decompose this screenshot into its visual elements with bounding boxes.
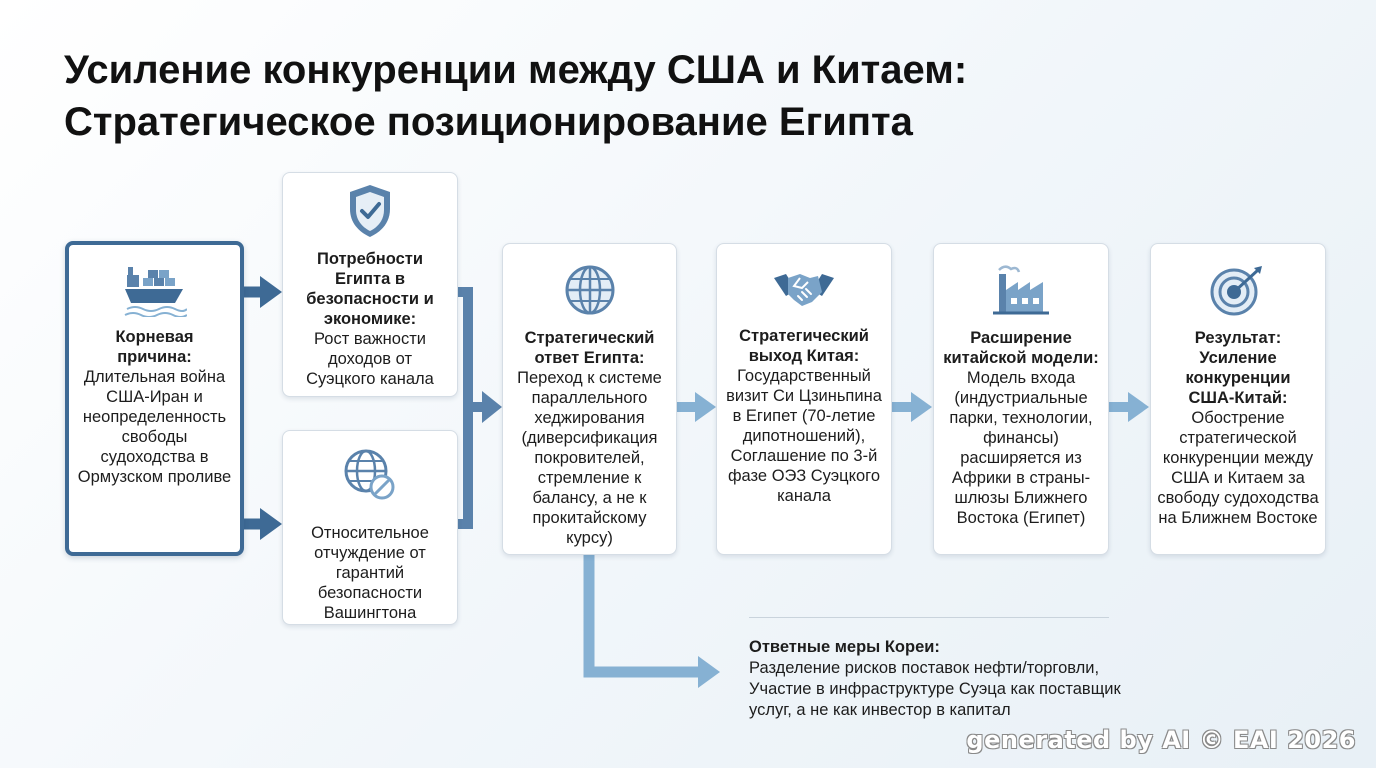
root-cause-box: Корневая причина: Длительная война США-И… xyxy=(65,241,244,556)
globe-icon xyxy=(565,265,614,315)
korea-body-line-2: Участие в инфраструктуре Суэца как поста… xyxy=(749,680,1121,698)
title-line-2: Стратегическое позиционирование Египта xyxy=(64,100,913,144)
root-cause-heading: Корневая причина: xyxy=(115,328,194,366)
us-alienation-body: Относительное отчуждение от гарантий без… xyxy=(311,524,429,622)
root-cause-body: Длительная война США-Иран и неопределенн… xyxy=(77,368,232,486)
china-exit-heading: Стратегический выход Китая: xyxy=(739,327,869,365)
arrow-response-to-china xyxy=(695,392,716,422)
china-model-body: Модель входа (индустриальные парки, техн… xyxy=(949,369,1093,527)
arrow-root-to-needs xyxy=(260,276,282,308)
factory-icon xyxy=(993,265,1049,315)
result-box: Результат: Усиление конкуренции США-Кита… xyxy=(1150,243,1326,555)
korea-divider xyxy=(749,617,1109,618)
arrow-response-to-korea xyxy=(698,656,720,688)
title-line-1: Усиление конкуренции между США и Китаем: xyxy=(64,48,968,92)
target-icon xyxy=(1210,266,1262,316)
connector-merge-bracket xyxy=(458,287,473,529)
arrow-root-to-alienation xyxy=(260,508,282,540)
result-body: Обострение стратегической конкуренции ме… xyxy=(1157,409,1319,527)
us-alienation-box: Относительное отчуждение от гарантий без… xyxy=(282,430,458,625)
egypt-needs-box: Потребности Египта в безопасности и экон… xyxy=(282,172,458,397)
egypt-needs-body: Рост важности доходов от Суэцкого канала xyxy=(306,330,434,388)
handshake-icon xyxy=(774,274,834,306)
egypt-response-box: Стратегический ответ Египта: Переход к с… xyxy=(502,243,677,555)
result-heading: Результат: Усиление конкуренции США-Кита… xyxy=(1185,329,1291,407)
shield-check-icon xyxy=(350,185,390,237)
globe-slash-icon xyxy=(344,449,395,500)
korea-body-line-1: Разделение рисков поставок нефти/торговл… xyxy=(749,659,1100,677)
china-model-heading: Расширение китайской модели: xyxy=(943,329,1099,367)
arrow-model-to-result xyxy=(1128,392,1149,422)
cargo-ship-icon xyxy=(124,267,187,317)
arrow-merge-to-response xyxy=(482,391,502,423)
egypt-response-body: Переход к системе параллельного хеджиров… xyxy=(517,369,662,547)
page-title: Усиление конкуренции между США и Китаем:… xyxy=(64,44,1304,148)
connector-response-to-korea xyxy=(583,555,700,678)
korea-response-block: Ответные меры Кореи: Разделение рисков п… xyxy=(749,637,1189,721)
korea-body-line-3: услуг, а не как инвестор в капитал xyxy=(749,701,1011,719)
egypt-response-heading: Стратегический ответ Египта: xyxy=(524,329,655,367)
korea-heading: Ответные меры Кореи: xyxy=(749,638,940,656)
egypt-needs-heading: Потребности Египта в безопасности и экон… xyxy=(306,250,434,328)
china-exit-body: Государственный визит Си Цзиньпина в Еги… xyxy=(726,367,882,505)
china-model-box: Расширение китайской модели: Модель вход… xyxy=(933,243,1109,555)
arrow-china-to-model xyxy=(911,392,932,422)
china-exit-box: Стратегический выход Китая: Государствен… xyxy=(716,243,892,555)
watermark: generated by AI © EAI 2026 xyxy=(966,726,1356,754)
